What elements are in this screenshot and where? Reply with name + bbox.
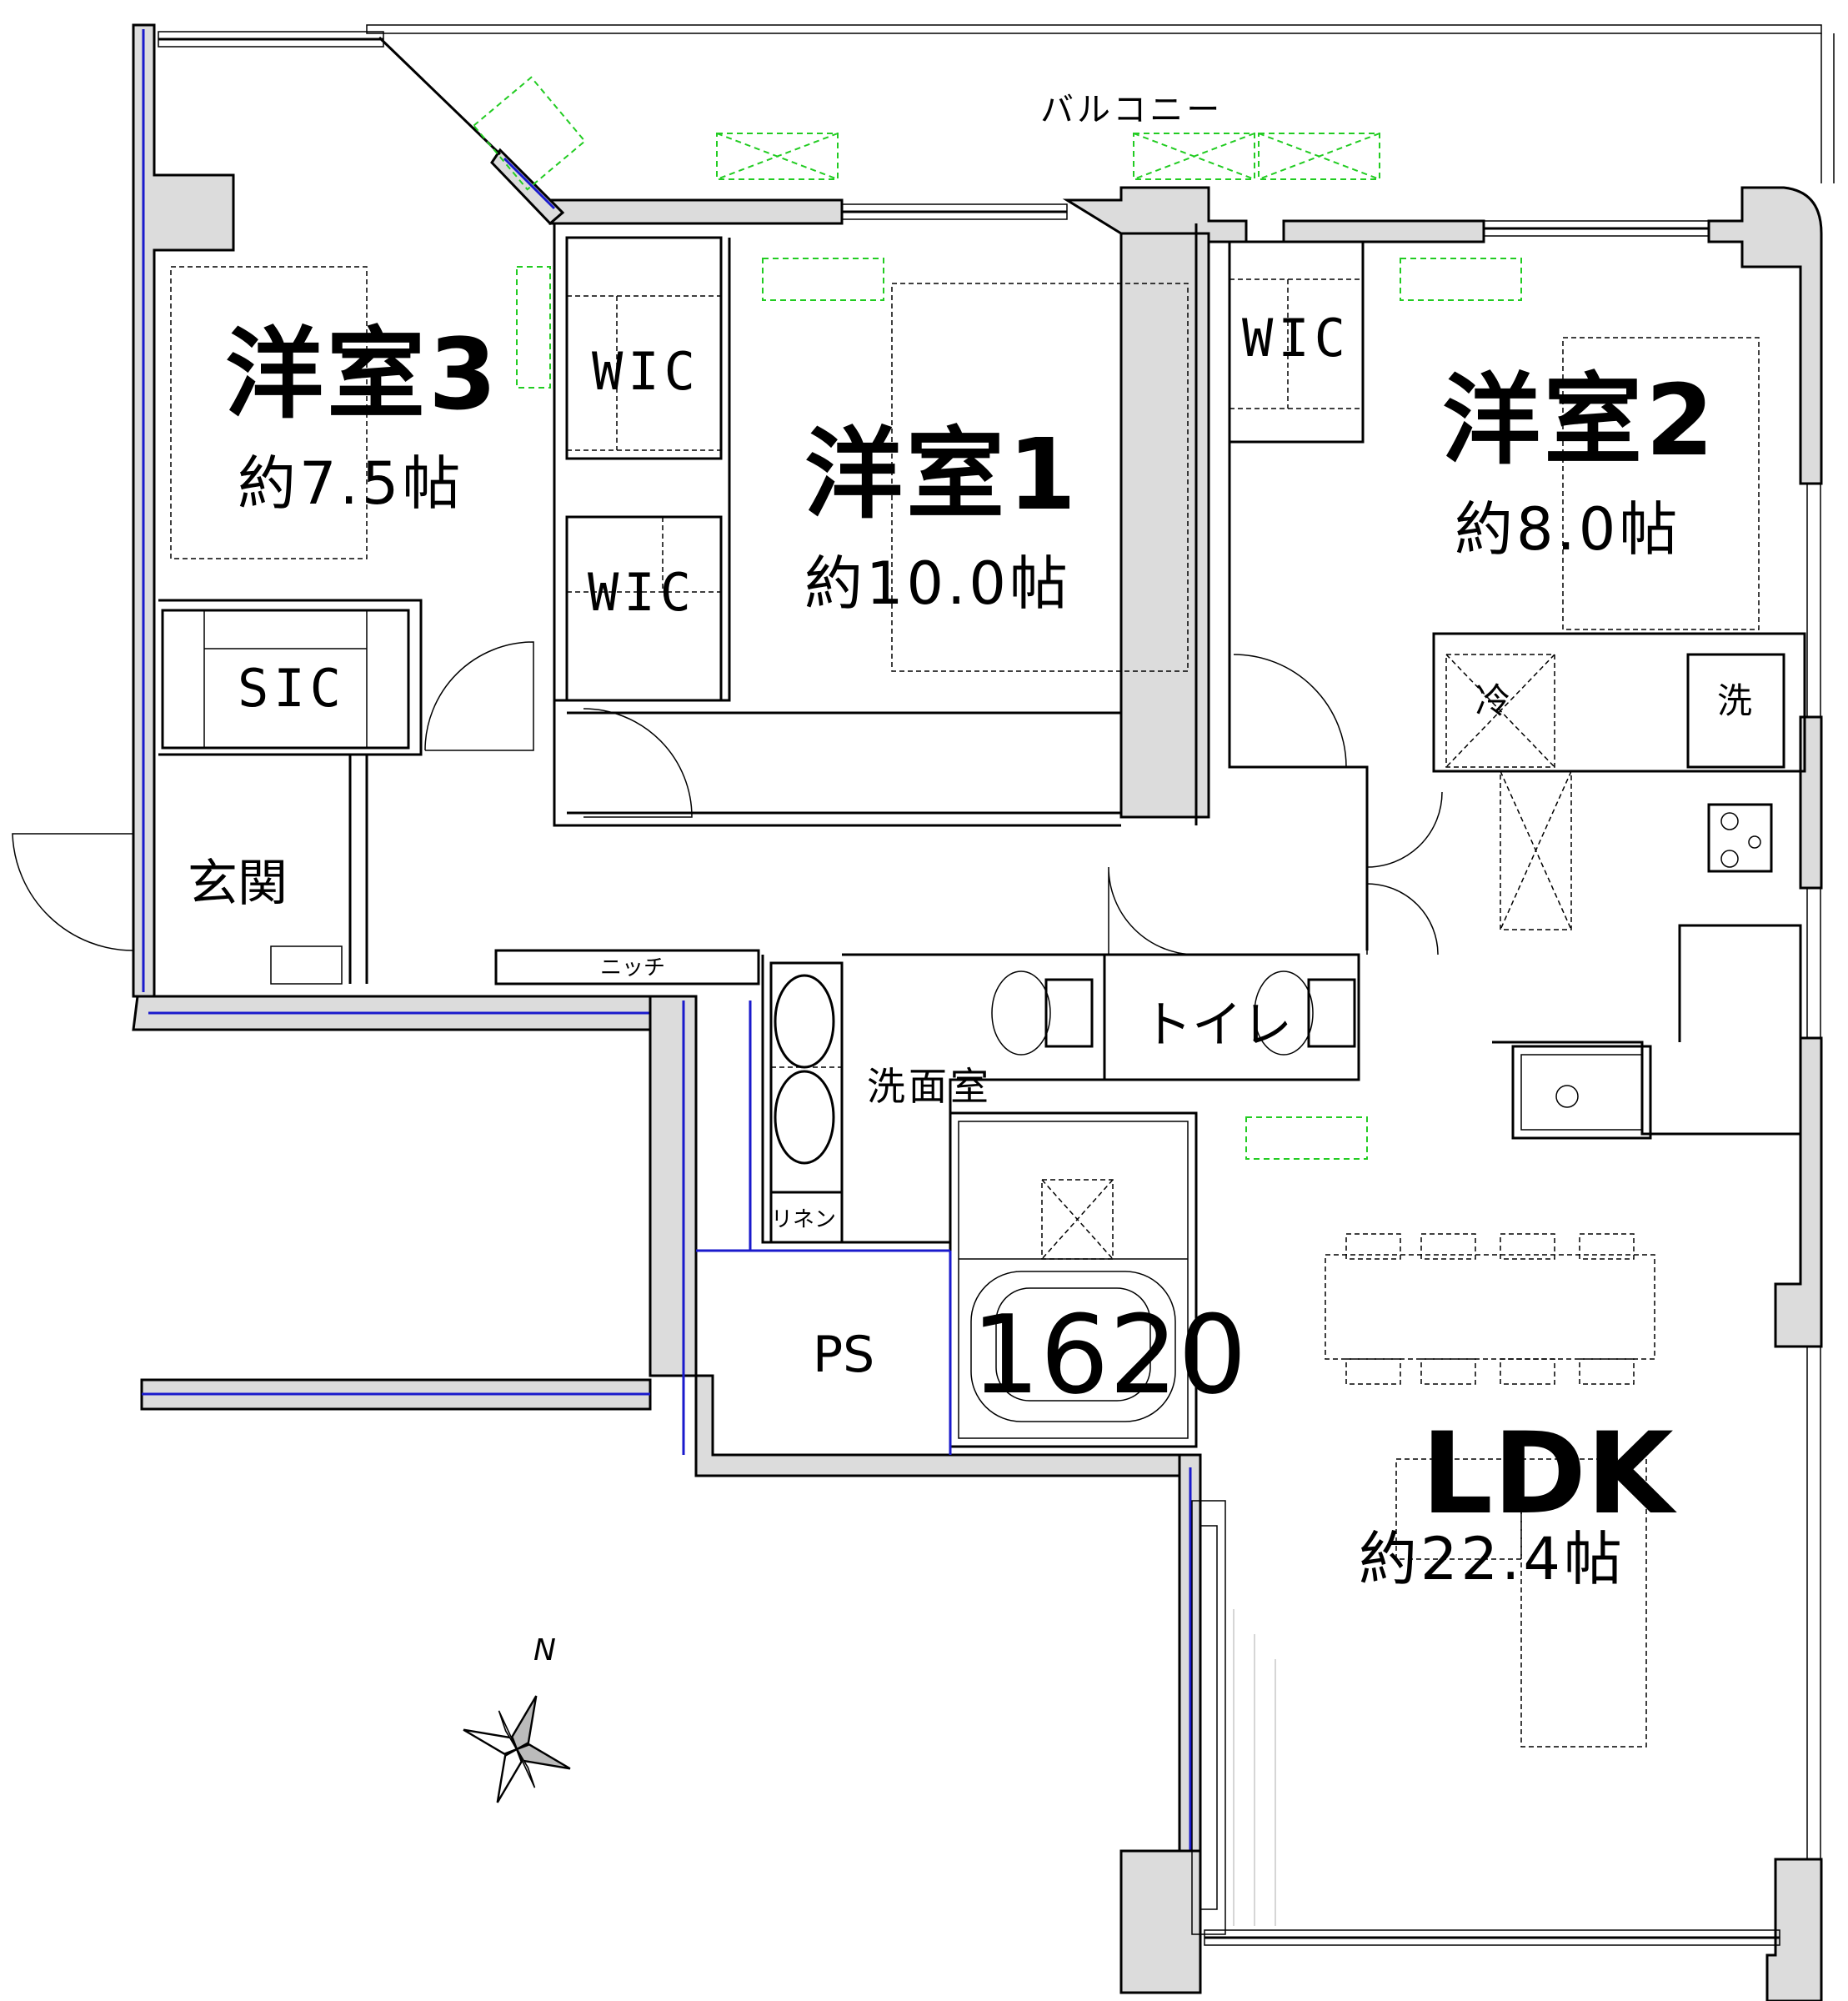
closet-wic-lower: WIC	[588, 562, 696, 623]
space-ps: PS	[813, 1326, 875, 1384]
space-niche: ニッチ	[600, 955, 666, 980]
closet-wic-room2: WIC	[1242, 308, 1350, 369]
room-western3-name: 洋室3	[225, 317, 501, 432]
space-washroom: 洗面室	[867, 1064, 992, 1109]
closet-wic-upper: WIC	[592, 341, 700, 402]
room-western2-area: 約8.0帖	[1455, 495, 1681, 564]
ventilation-units	[472, 76, 1522, 1160]
bathtub-size: 1620	[971, 1291, 1247, 1418]
furniture	[170, 266, 1760, 1748]
room-western2-name: 洋室2	[1442, 363, 1718, 478]
room-ldk-area: 約22.4帖	[1359, 1525, 1625, 1593]
compass-rose: N	[433, 1636, 600, 1809]
closet-sic: SIC	[238, 658, 346, 719]
doors	[12, 641, 1443, 955]
space-entrance: 玄関	[188, 855, 288, 913]
balcony-label: バルコニー	[1040, 91, 1224, 129]
room-western3-area: 約7.5帖	[238, 449, 464, 518]
room-western1-name: 洋室1	[804, 417, 1080, 532]
windows	[158, 31, 1821, 1946]
balcony-rail	[366, 24, 1835, 183]
fridge-label: 冷	[1475, 680, 1511, 721]
washer-label: 洗	[1717, 680, 1753, 721]
compass-north-label: N	[533, 1633, 556, 1668]
compass-star-icon	[463, 1695, 571, 1803]
space-toilet: トイレ	[1142, 996, 1292, 1055]
closet-linen: リネン	[771, 1207, 837, 1232]
interior-walls	[158, 223, 1806, 1935]
room-ldk-name: LDK	[1421, 1408, 1674, 1539]
room-western1-area: 約10.0帖	[804, 549, 1071, 618]
